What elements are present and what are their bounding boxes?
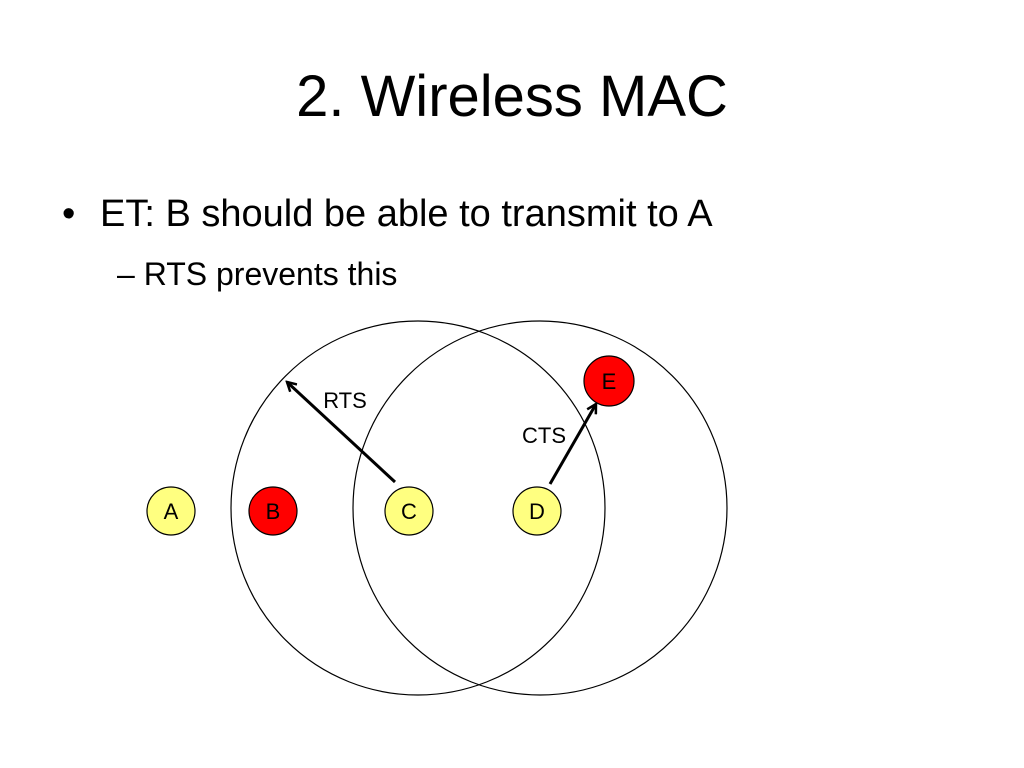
bullet-level-1: • ET: B should be able to transmit to A xyxy=(62,190,713,238)
node-e: E xyxy=(583,355,635,407)
cts-label: CTS xyxy=(522,423,566,448)
node-e-circle xyxy=(583,355,635,407)
bullet-marker: • xyxy=(62,193,76,235)
cts-arrow xyxy=(548,404,598,485)
node-b-circle xyxy=(248,486,298,536)
range-circle-d xyxy=(352,320,728,696)
node-e-label: E xyxy=(602,369,617,394)
node-a: A xyxy=(146,486,196,536)
node-a-circle xyxy=(146,486,196,536)
node-b: B xyxy=(248,486,298,536)
rts-arrow xyxy=(287,382,397,484)
node-d-circle xyxy=(512,486,562,536)
node-d-label: D xyxy=(529,499,545,524)
node-c-circle xyxy=(384,486,434,536)
node-c: C xyxy=(384,486,434,536)
rts-label: RTS xyxy=(323,388,367,413)
node-b-label: B xyxy=(266,499,281,524)
sub-bullet-marker: – xyxy=(117,256,135,292)
slide-title: 2. Wireless MAC xyxy=(296,64,728,129)
range-circle-c xyxy=(230,320,606,696)
sub-bullet-text: RTS prevents this xyxy=(143,256,398,292)
bullet-level-2: – RTS prevents this xyxy=(117,254,397,294)
node-a-label: A xyxy=(164,499,179,524)
node-d: D xyxy=(512,486,562,536)
node-c-label: C xyxy=(401,499,417,524)
bullet-text: ET: B should be able to transmit to A xyxy=(100,193,713,235)
